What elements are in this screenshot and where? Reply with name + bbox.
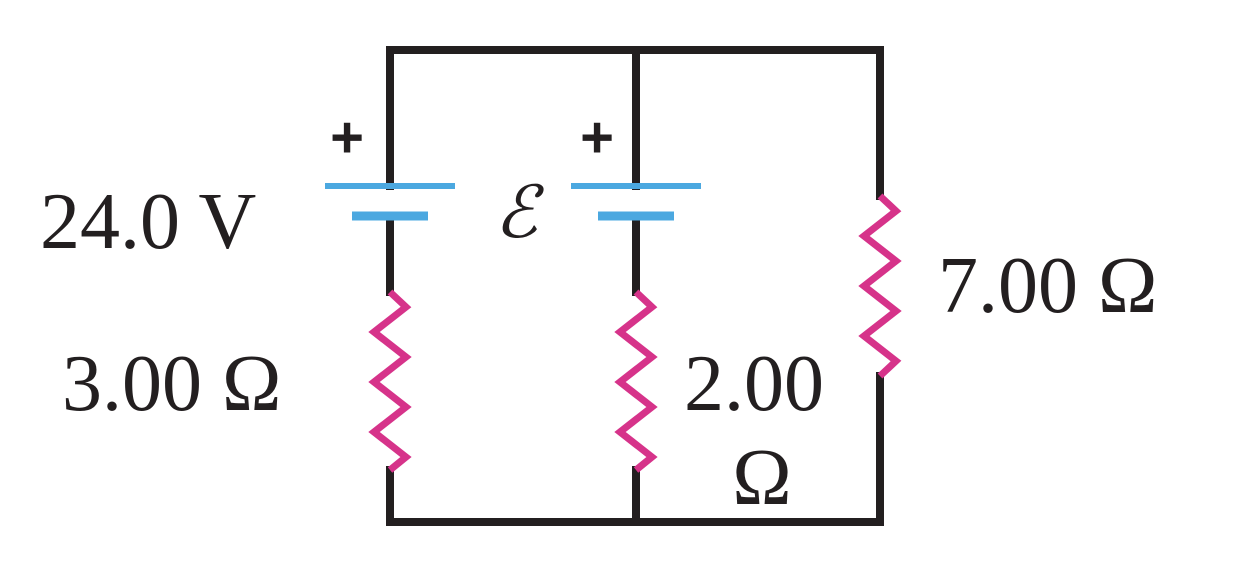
battery-left: +	[325, 105, 455, 221]
resistor-left-label: 3.00 Ω	[62, 340, 281, 428]
resistor-left	[368, 289, 412, 473]
resistor-right-label: 7.00 Ω	[938, 242, 1157, 330]
resistor-middle-label-line2: Ω	[732, 434, 791, 522]
battery-middle-plus-sign: +	[580, 105, 614, 170]
battery-middle: +	[571, 105, 701, 221]
battery-left-plus-sign: +	[330, 105, 364, 170]
resistor-right	[858, 193, 902, 379]
battery-left-voltage-label: 24.0 V	[40, 178, 256, 266]
battery-middle-emf-label: ℰ	[494, 173, 544, 253]
circuit-wires	[386, 46, 884, 526]
resistor-middle-label-line1: 2.00	[684, 340, 824, 428]
resistor-middle	[614, 289, 658, 473]
